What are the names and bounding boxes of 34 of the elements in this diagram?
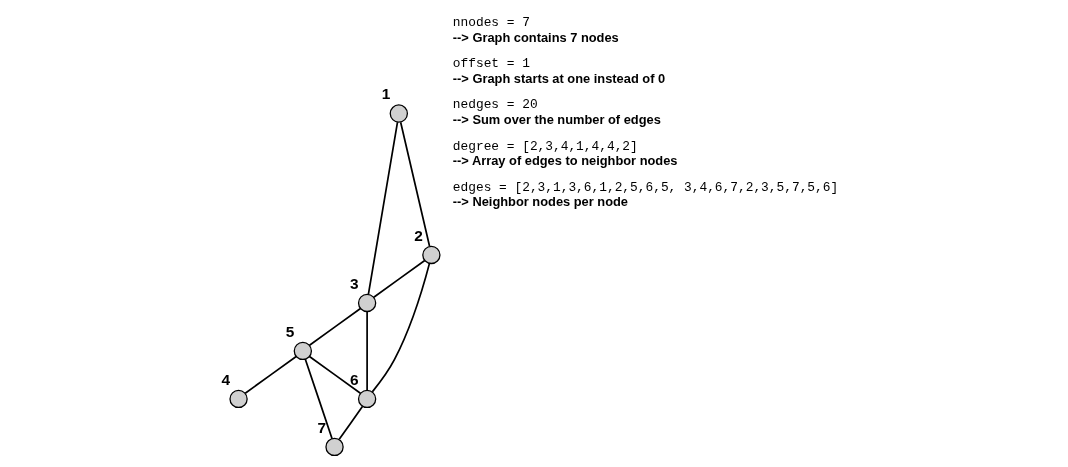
connector	[371, 262, 431, 393]
label: --> Sum over the number of edges	[452, 111, 661, 127]
label: --> Graph starts at one instead of 0	[452, 70, 666, 86]
label: nedges = 20	[452, 97, 538, 113]
connector	[304, 358, 333, 440]
connector	[308, 355, 362, 395]
node-circle	[389, 104, 409, 123]
connector	[366, 310, 368, 392]
label: --> Graph contains 7 nodes	[452, 29, 619, 45]
node-label: 4	[221, 370, 231, 388]
connector	[367, 121, 399, 296]
label: offset = 1	[452, 56, 530, 72]
node-label: 7	[317, 418, 326, 436]
node-circle	[293, 341, 313, 361]
label: degree = [2,3,4,1,4,4,2]	[452, 138, 638, 154]
node-label: 3	[349, 274, 359, 292]
node-circle	[325, 437, 344, 457]
connector	[399, 121, 431, 248]
node-label: 5	[285, 322, 295, 340]
node-label: 6	[349, 370, 359, 388]
node-circle	[422, 245, 441, 265]
connector	[244, 355, 298, 395]
label: edges = [2,3,1,3,6,1,2,5,6,5, 3,4,6,7,2,3,5,7,5,6]	[452, 179, 839, 195]
label: nnodes = 7	[452, 15, 530, 31]
node-label: 1	[381, 85, 391, 103]
node-circle	[357, 389, 377, 409]
node-circle	[357, 293, 377, 313]
connector	[308, 307, 362, 347]
connector	[338, 405, 364, 441]
connector	[372, 259, 426, 299]
label: --> Array of edges to neighbor nodes	[452, 152, 678, 168]
label: --> Neighbor nodes per node	[452, 194, 628, 210]
node-circle	[229, 389, 248, 409]
node-label: 2	[414, 226, 423, 244]
